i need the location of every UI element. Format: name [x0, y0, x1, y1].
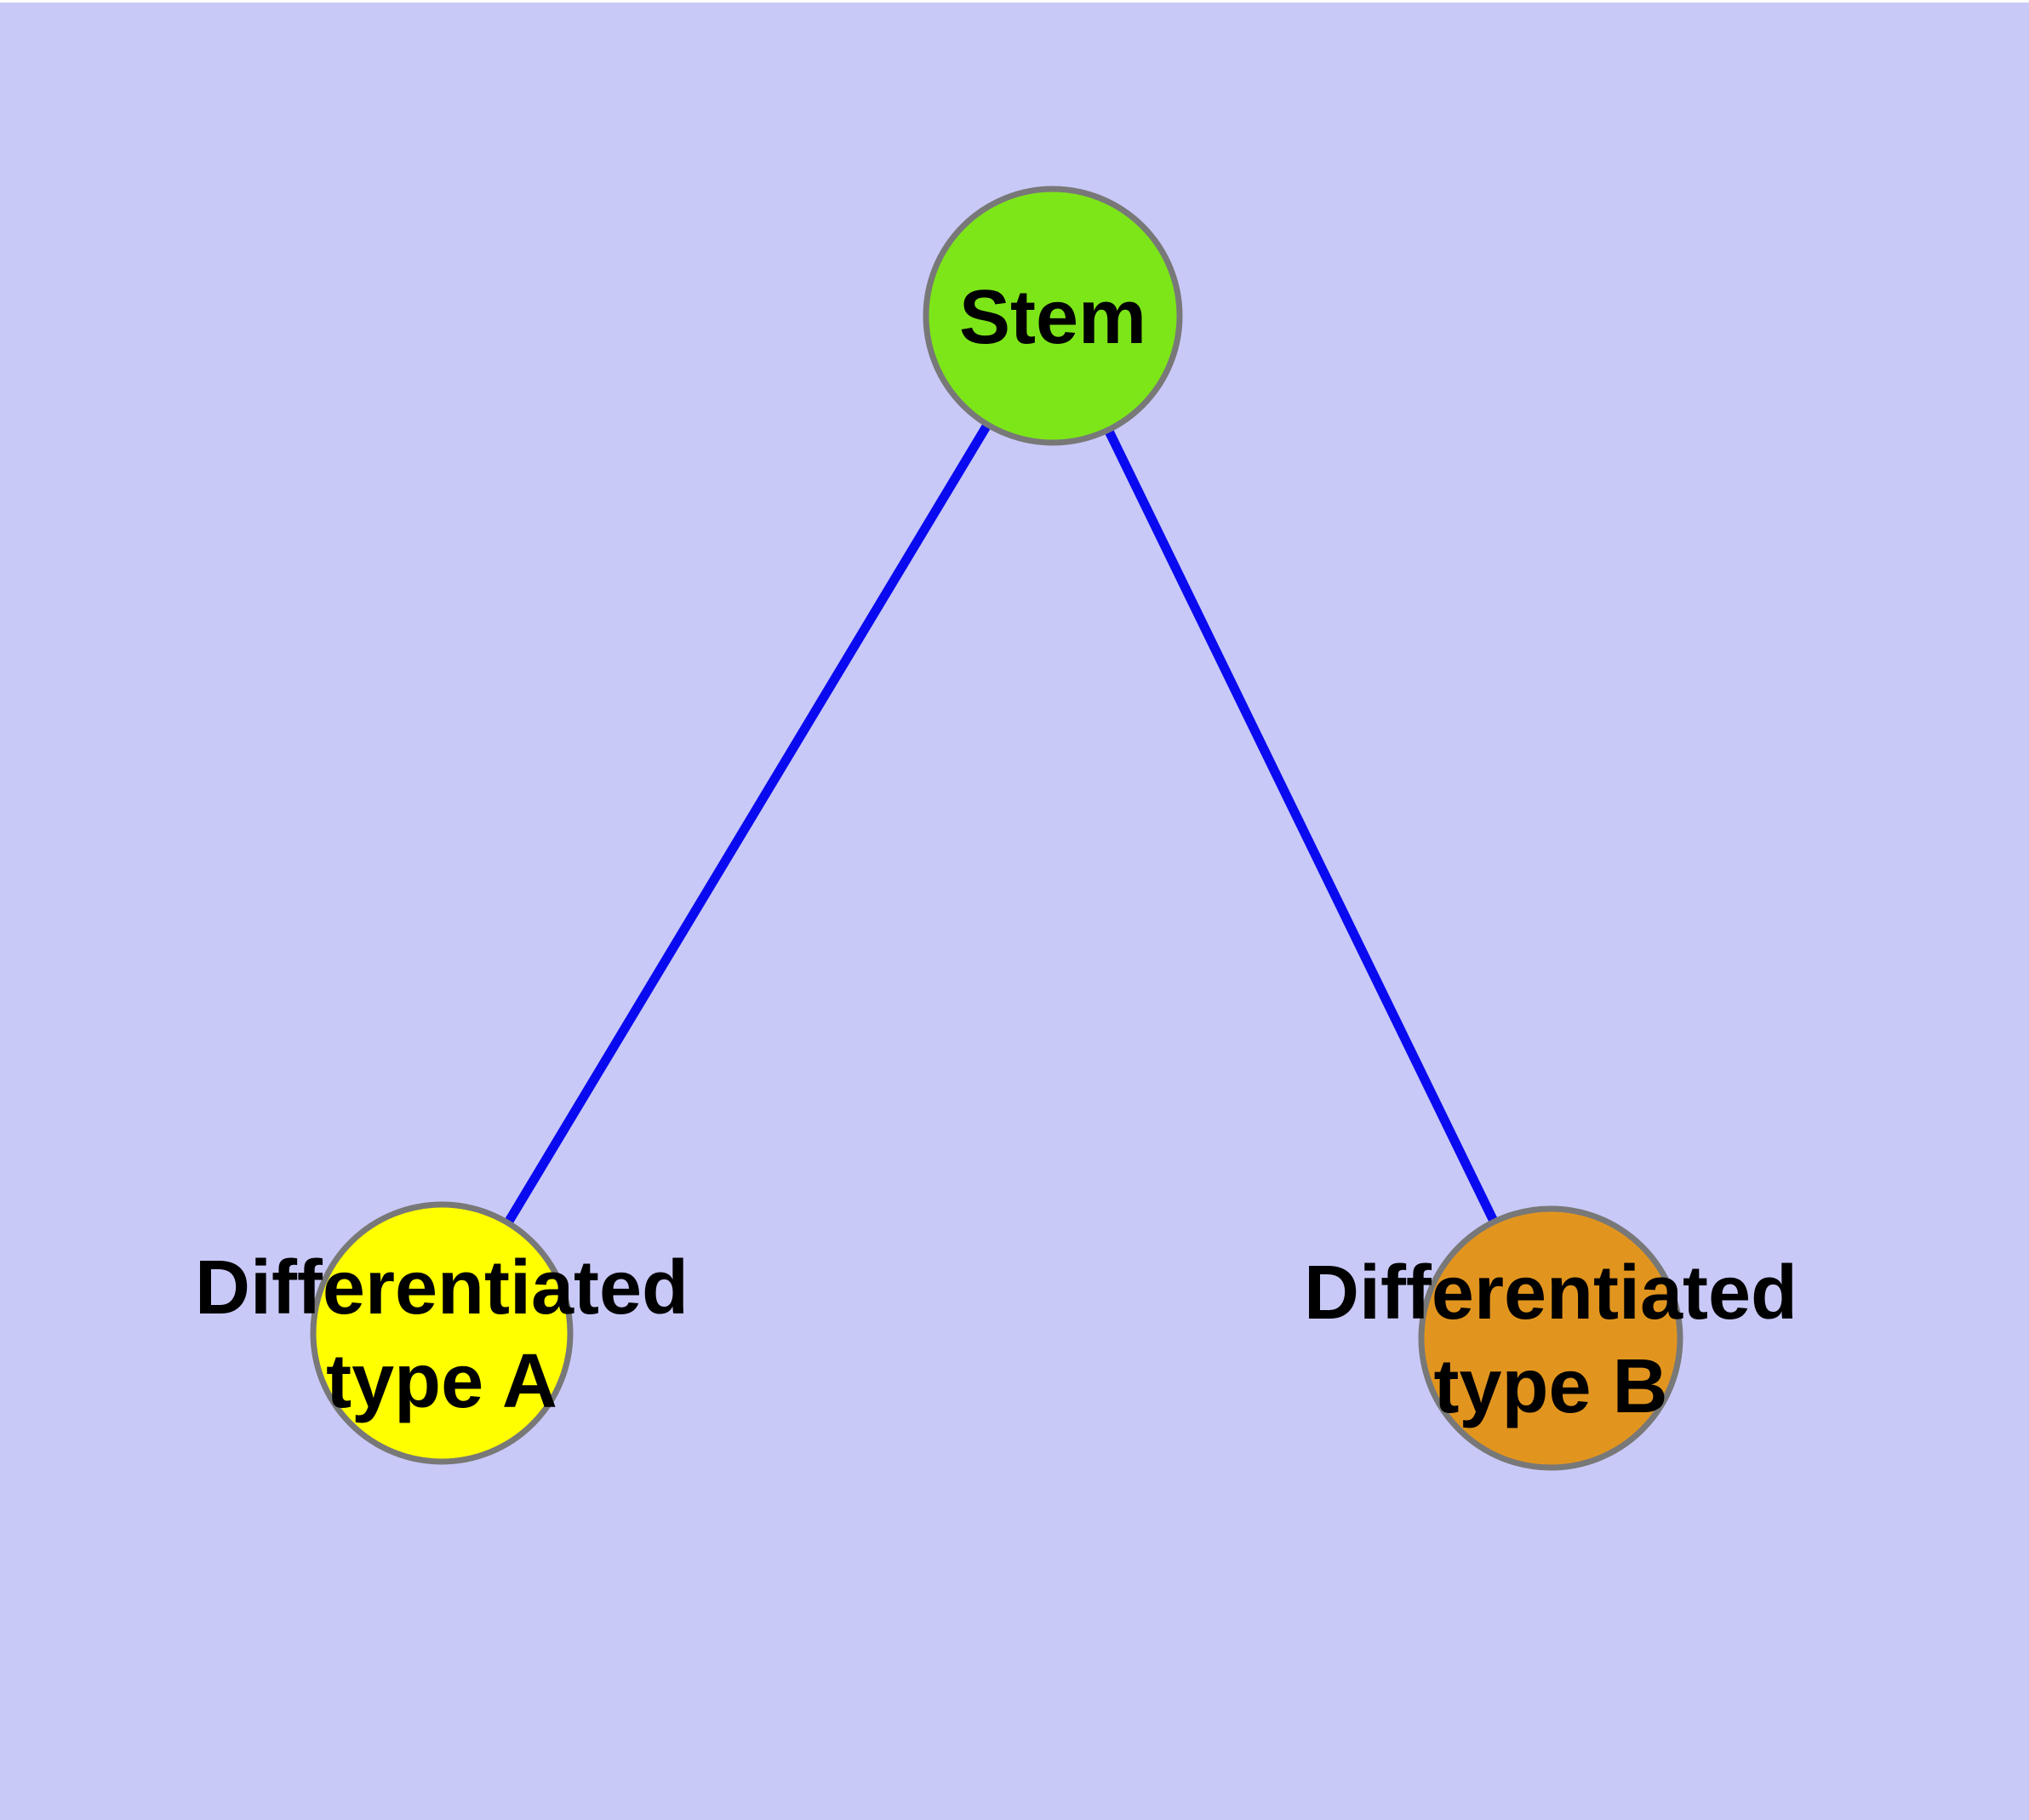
differentiated-type-b-node-circle[interactable] [1418, 1205, 1683, 1471]
edge-stem-to-type-a [437, 313, 1057, 1336]
node-stem[interactable]: Stem [923, 186, 1183, 446]
screenshot-top-edge [0, 0, 2029, 3]
stem-node-circle[interactable] [923, 186, 1183, 446]
stem-node-label: Stem [959, 275, 1146, 360]
differentiated-type-a-node-circle[interactable] [310, 1201, 574, 1465]
edge-stem-to-type-b [1049, 313, 1555, 1341]
